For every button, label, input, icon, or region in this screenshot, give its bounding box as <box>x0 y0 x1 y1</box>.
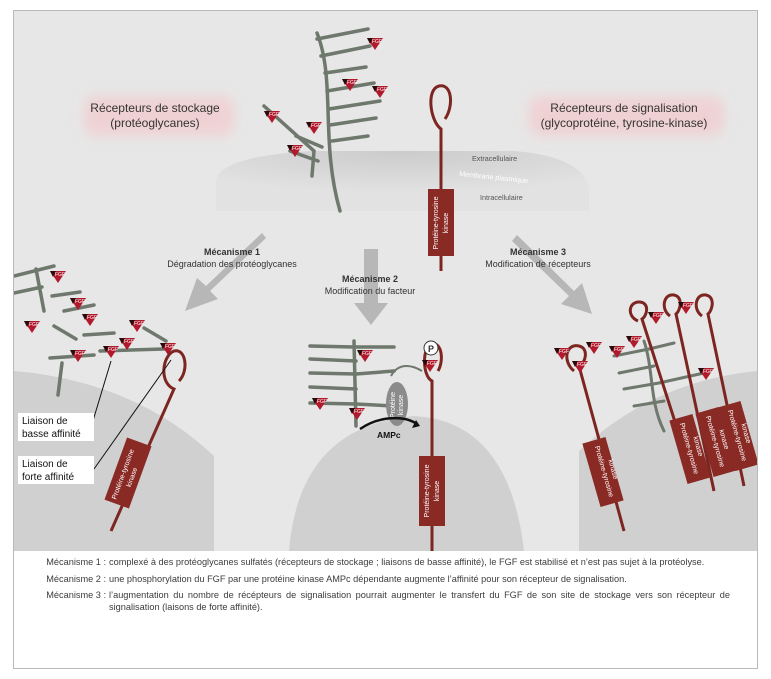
phospho-label: P <box>428 344 434 354</box>
arrow-mechanism-3 <box>512 235 592 314</box>
signal-glow <box>529 96 724 136</box>
svg-text:kinase: kinase <box>443 213 450 233</box>
diagram-area: FGF Protéine-tyrosine kinase Extracellul… <box>14 11 757 551</box>
mechanism-1-subtitle: Dégradation des protéoglycanes <box>167 259 297 269</box>
mechanism-1-title: Mécanisme 1 <box>204 247 260 257</box>
membrane-center-cell <box>289 416 524 551</box>
high-affinity-box <box>18 456 94 484</box>
storage-glow <box>84 96 234 136</box>
caption-text: l’augmentation du nombre de récépteurs d… <box>109 590 730 612</box>
ampc-arrow <box>359 416 418 431</box>
caption-label: Mécanisme 1 : <box>46 557 106 567</box>
proteoglycan-mech3 <box>612 339 706 433</box>
caption-row-2: Mécanisme 2 : une phosphorylation du FGF… <box>14 574 730 586</box>
pk-label-1: Protéine <box>390 392 397 418</box>
phospho-circle <box>423 340 439 356</box>
pk-arrow <box>390 365 423 377</box>
storage-title-2: (protéoglycanes) <box>110 116 199 130</box>
svg-text:Protéine-tyrosine: Protéine-tyrosine <box>424 464 431 517</box>
mechanism-2-subtitle: Modification du facteur <box>325 286 416 296</box>
caption-row-3: Mécanisme 3 : l’augmentation du nombre d… <box>14 590 730 613</box>
svg-text:Protéine-tyrosine: Protéine-tyrosine <box>433 196 440 249</box>
caption-row-1: Mécanisme 1 : complexé à des protéoglyca… <box>14 557 730 569</box>
receptor-top: Protéine-tyrosine kinase <box>428 84 454 271</box>
affinity-pointers <box>91 359 172 470</box>
fgf-mechanisms-diagram: FGF Protéine-tyrosine kinase Extracellul… <box>14 27 757 551</box>
low-affinity-1: Liaison de <box>22 416 68 427</box>
mechanism-2-title: Mécanisme 2 <box>342 274 398 284</box>
arrow-mechanism-1 <box>185 233 266 311</box>
high-affinity-2: forte affinité <box>22 472 75 483</box>
protein-kinase-blob <box>386 382 408 426</box>
membrane-top <box>216 151 589 211</box>
mechanism-3-subtitle: Modification de récepteurs <box>485 259 591 269</box>
caption-label: Mécanisme 3 : <box>46 590 106 600</box>
label-intracellular: Intracellulaire <box>480 193 523 202</box>
storage-title-1: Récepteurs de stockage <box>90 101 220 115</box>
low-affinity-box <box>18 413 94 441</box>
signal-title-1: Récepteurs de signalisation <box>550 101 697 115</box>
caption-text: complexé à des protéoglycanes sulfatés (… <box>109 557 705 567</box>
caption-text: une phosphorylation du FGF par une proté… <box>109 573 627 584</box>
kinase-boxes-mech3: Protéine-tyrosine kinase Protéine-tyrosi… <box>582 400 757 508</box>
signal-title-2: (glycoprotéine, tyrosine-kinase) <box>541 116 708 130</box>
ampc-label: AMPc <box>377 430 401 440</box>
pk-label-2: kinase <box>398 395 405 415</box>
caption: Mécanisme 1 : complexé à des protéoglyca… <box>14 557 730 618</box>
arrow-mechanism-2 <box>354 249 388 325</box>
mechanism-3-title: Mécanisme 3 <box>510 247 566 257</box>
label-extracellular: Extracellulaire <box>472 154 517 163</box>
low-affinity-2: basse affinité <box>22 429 81 440</box>
receptor-mech1: Protéine-tyrosine kinase <box>104 349 187 532</box>
caption-label: Mécanisme 2 : <box>46 573 106 584</box>
svg-text:kinase: kinase <box>434 481 441 501</box>
high-affinity-1: Liaison de <box>22 459 68 470</box>
